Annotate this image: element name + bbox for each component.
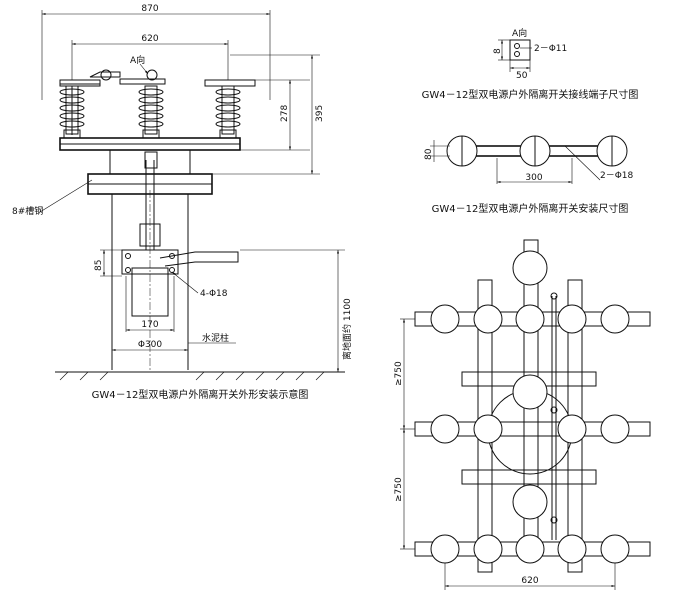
plan-view: ≥750 ≥750 620 [394,239,651,590]
dim-170: 170 [125,276,175,332]
dim-870-label: 870 [141,4,158,14]
ground-line [55,371,345,381]
terminal-hole-note: 2－Φ11 [534,44,567,54]
terminal-a-direction: A向 [512,27,527,39]
dim-heights: 278 395 [212,54,325,175]
dim-ground-height: 离地面约 1100 [240,249,353,372]
install-dim-80: 80 [424,148,434,160]
a-direction-label: A向 [130,54,145,66]
ground-height-label: 离地面约 1100 [341,298,353,360]
dim-overall-width: 870 [41,4,271,100]
install-view: 80 300 2－Φ18 GW4－12型双电源户外隔离开关安装尺寸图 [424,135,634,215]
elevation-view: 870 620 A向 [12,4,353,401]
dim-phi300: Φ300 [112,340,188,352]
dim-620-label: 620 [141,34,158,44]
elevation-caption: GW4－12型双电源户外隔离开关外形安装示意图 [92,388,309,401]
dim-phi300-label: Φ300 [138,340,163,350]
dim-395-label: 395 [315,105,325,122]
dim-85-label: 85 [94,260,104,271]
channel-steel-label: 8#槽钢 [12,205,43,217]
install-caption: GW4－12型双电源户外隔离开关安装尺寸图 [432,202,629,215]
hole-note-4-phi18: 4-Φ18 [200,289,228,299]
plan-dim-upper: ≥750 [394,361,404,386]
install-hole-note: 2－Φ18 [600,171,634,181]
phase-row-top [414,250,651,334]
insulator-middle [138,85,164,139]
terminal-dim-8: 8 [493,48,503,54]
terminal-caption: GW4－12型双电源户外隔离开关接线端子尺寸图 [422,88,639,101]
dim-85: 85 [94,249,122,277]
top-contacts [59,69,256,87]
dim-170-label: 170 [141,320,158,330]
concrete-column-label: 水泥柱 [202,332,229,344]
phase-row-middle [414,374,651,444]
plan-dim-620: 620 [521,576,538,586]
terminal-view: A向 2－Φ11 8 50 GW4－12型双电源户外隔离开关接线端子尺寸图 [422,27,639,101]
operating-mechanism [121,223,239,317]
phase-row-bottom [414,484,651,564]
plan-dim-lower: ≥750 [394,477,404,502]
dim-278-label: 278 [280,105,290,122]
concrete-pole [111,160,189,370]
install-dim-300: 300 [525,173,542,183]
base-frame [59,137,241,195]
insulator-left [59,85,85,139]
insulator-right [215,85,241,139]
dim-phase-spacing: 620 [71,34,229,80]
terminal-dim-50: 50 [516,71,528,81]
